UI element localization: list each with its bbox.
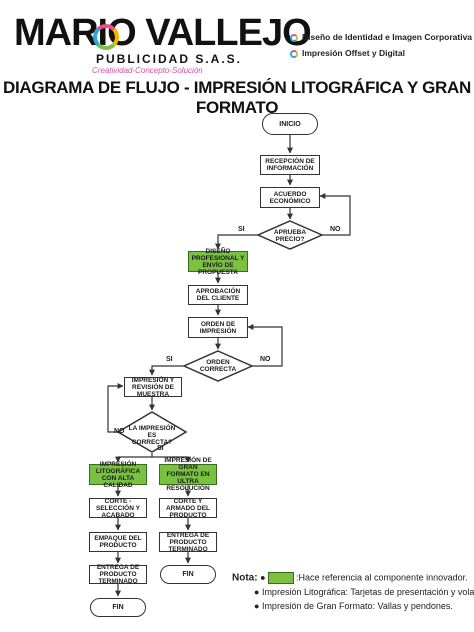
end-terminal-1: FIN	[90, 598, 146, 617]
connector-aprueba-no	[319, 193, 351, 236]
step-diseno-innovador: DISEÑO PROFESIONAL Y ENVÍO DE PROPUESTA	[188, 248, 248, 276]
service-label: Impresión Offset y Digital	[302, 48, 405, 58]
service-item: Impresión Offset y Digital	[290, 48, 405, 58]
note-row-1: Nota: ● :Hace referencia al componente i…	[232, 572, 468, 584]
connector-aprueba-si	[215, 234, 258, 250]
decision-orden: ORDEN CORRECTA	[199, 359, 237, 373]
step-empaque: EMPAQUE DEL PRODUCTO	[89, 532, 147, 552]
header: MARIO VALLEJO PUBLICIDAD S.A.S. Creativi…	[0, 0, 474, 78]
logo-subtitle: PUBLICIDAD S.A.S.	[96, 52, 243, 66]
service-bullet-icon	[290, 33, 298, 42]
start-terminal: INICIO	[262, 113, 318, 135]
step-litografica-innovador: IMPRESIÓN LITOGRÁFICA CON ALTA CALIDAD	[89, 461, 147, 489]
step-corte-armado: CORTE Y ARMADO DEL PRODUCTO	[159, 498, 217, 519]
service-label: Diseño de Identidad e Imagen Corporativa	[302, 32, 473, 42]
end-label-1: FIN	[112, 604, 124, 611]
end-label-2: FIN	[182, 571, 194, 578]
note-label: Nota:	[232, 572, 258, 584]
innovation-swatch	[268, 572, 294, 584]
label-si-2: SI	[166, 356, 173, 363]
label-no-1: NO	[330, 226, 341, 233]
step-recepcion: RECEPCIÓN DE INFORMACIÓN	[260, 155, 320, 175]
note-row-3: ● Impresión de Gran Formato: Vallas y pe…	[254, 601, 453, 611]
end-terminal-2: FIN	[160, 565, 216, 584]
page-title: DIAGRAMA DE FLUJO - IMPRESIÓN LITOGRÁFIC…	[3, 78, 471, 117]
decision-aprueba-shape	[256, 220, 324, 250]
start-label: INICIO	[279, 120, 301, 128]
service-bullet-icon	[290, 49, 298, 58]
note-row-2: ● Impresión Litográfica: Tarjetas de pre…	[254, 587, 474, 597]
step-acuerdo: ACUERDO ECONÓMICO	[260, 187, 320, 208]
connector-impresion-no	[107, 383, 124, 433]
connector-orden-no	[247, 324, 283, 367]
step-aprobacion: APROBACIÓN DEL CLIENTE	[188, 285, 248, 305]
decision-orden-shape	[182, 350, 254, 382]
decision-impresion: LA IMPRESIÓN ES CORRECTA?	[128, 425, 176, 446]
logo-ring-icon	[93, 24, 119, 50]
label-si-1: SI	[238, 226, 245, 233]
label-no-2: NO	[260, 356, 271, 363]
connector-orden-si	[149, 365, 184, 376]
step-corte-seleccion: CORTE - SELECCIÓN Y ACABADO	[89, 498, 147, 519]
decision-aprueba: APRUEBA PRECIO?	[273, 229, 307, 243]
step-entrega-2: Entrega de Producto Terminado	[159, 532, 217, 553]
label-si-3: SI	[157, 445, 164, 452]
decision-impresion-shape	[116, 411, 188, 453]
step-orden: ORDEN DE IMPRESIÓN	[188, 317, 248, 338]
logo-tagline: Creatividad-Concepto-Solución	[92, 66, 203, 75]
company-logo: MARIO VALLEJO	[14, 12, 312, 54]
label-no-3: NO	[114, 428, 125, 435]
step-muestra: IMPRESIÓN Y REVISIÓN DE MUESTRA	[124, 377, 182, 398]
note-text-1: :Hace referencia al componente innovador…	[296, 572, 468, 583]
step-entrega-1: Entrega de Producto Terminado	[89, 564, 147, 585]
note-text-3: Impresión de Gran Formato: Vallas y pend…	[261, 601, 453, 611]
logo-text: MARIO VALLEJO	[14, 12, 312, 54]
note-text-2: Impresión Litográfica: Tarjetas de prese…	[261, 587, 474, 597]
step-gran-formato-innovador: IMPRESIÓN DE GRAN FORMATO EN ULTRA RESOL…	[159, 457, 217, 492]
service-item: Diseño de Identidad e Imagen Corporativa	[290, 32, 472, 42]
